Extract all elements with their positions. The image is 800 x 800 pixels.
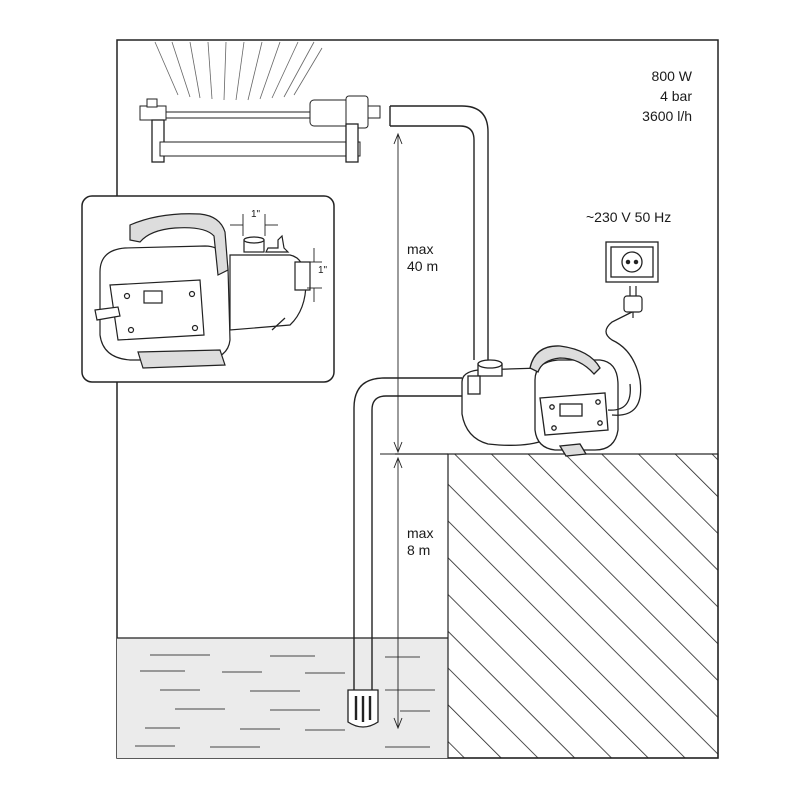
delivery-hose	[389, 105, 489, 360]
connection-dimensions	[230, 214, 322, 302]
power-cable	[605, 311, 642, 416]
water-ripples	[135, 654, 435, 748]
suction-height-value: 8 m	[407, 542, 431, 558]
mains-voltage-label: ~230 V 50 Hz	[586, 209, 672, 225]
sprinkler	[139, 41, 381, 163]
spec-flow: 3600 l/h	[642, 108, 692, 124]
foot-valve	[347, 689, 379, 728]
suction-hose	[353, 377, 462, 690]
specifications: 800 W 4 bar 3600 l/h	[620, 66, 692, 126]
inset-pump-drawing	[94, 213, 311, 369]
wall-socket	[605, 241, 659, 283]
power-plug	[623, 286, 643, 318]
suction-height-label: max 8 m	[407, 525, 433, 559]
spec-power: 800 W	[651, 68, 692, 84]
height-dimension-lines	[380, 132, 416, 730]
water-spray	[154, 41, 323, 101]
water-area	[117, 638, 448, 758]
delivery-height-label: max 40 m	[407, 241, 438, 275]
inlet-size-label: 1"	[318, 265, 328, 276]
delivery-height-max: max	[407, 241, 434, 257]
suction-height-max: max	[407, 525, 434, 541]
outlet-size-label: 1"	[251, 209, 261, 220]
garden-pump	[461, 345, 619, 457]
spec-pressure: 4 bar	[660, 88, 692, 104]
delivery-height-value: 40 m	[407, 258, 439, 274]
ground-hatched	[447, 453, 719, 759]
